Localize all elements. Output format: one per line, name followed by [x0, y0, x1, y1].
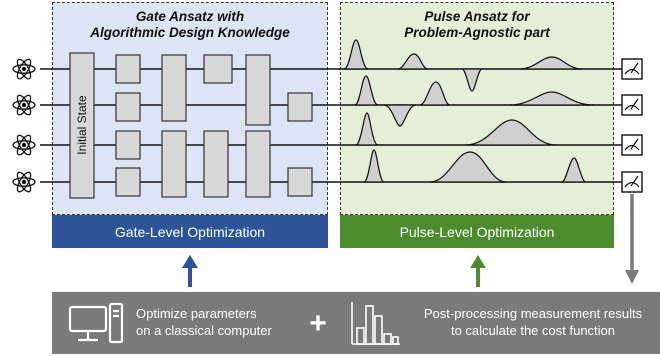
computer-icon — [68, 302, 124, 344]
gate-panel-title: Gate Ansatz with Algorithmic Design Know… — [53, 9, 327, 41]
gate-title-line2: Algorithmic Design Knowledge — [90, 25, 290, 40]
post-processing-text: Post-processing measurement results to c… — [408, 305, 658, 339]
arrow-down-measurement — [625, 194, 639, 284]
meter-icon — [621, 58, 643, 80]
pulses — [343, 39, 595, 183]
gate-block — [203, 130, 229, 198]
gate-block — [115, 130, 141, 160]
pulse-shape — [461, 68, 483, 92]
arrow-to-gate — [182, 255, 198, 287]
gate-block — [115, 92, 141, 122]
gate-block — [203, 54, 233, 84]
gate-block — [115, 54, 141, 84]
pulse-shape — [509, 91, 595, 106]
pulse-shape — [354, 75, 379, 106]
initial-state-block — [69, 52, 95, 199]
atom-icon — [12, 92, 36, 118]
plus-sign: + — [309, 307, 327, 340]
gate-block — [287, 167, 313, 197]
pulse-shape — [397, 53, 429, 70]
gate-ansatz-panel: Gate Ansatz with Algorithmic Design Know… — [52, 2, 328, 215]
pulse-shape — [343, 39, 369, 70]
arrow-to-pulse — [470, 255, 486, 287]
gate-block — [287, 92, 313, 122]
gate-block — [161, 54, 187, 122]
pulse-shape — [561, 157, 587, 183]
pulse-title-line2: Problem-Agnostic part — [404, 25, 550, 40]
pulse-shape — [355, 112, 379, 146]
pulse-shape — [429, 151, 507, 183]
meter-icon — [621, 171, 643, 193]
pulse-shape — [383, 104, 417, 127]
qubit-wires — [40, 68, 622, 183]
gates — [69, 52, 313, 199]
gate-level-optimization-bar: Gate-Level Optimization — [52, 215, 328, 248]
pulse-ansatz-panel: Pulse Ansatz for Problem-Agnostic part — [340, 2, 614, 215]
post-line1: Post-processing measurement results — [423, 306, 643, 321]
meter-icon — [621, 134, 643, 156]
classical-line1: Optimize parameters — [136, 306, 257, 321]
post-line2: to calculate the cost function — [450, 323, 616, 338]
pulse-title-line1: Pulse Ansatz for — [424, 9, 530, 24]
classical-computer-text: Optimize parameters on a classical compu… — [136, 305, 272, 339]
gate-block — [245, 130, 271, 198]
initial-state-label: Initial State — [75, 95, 89, 155]
pulse-shape — [465, 119, 557, 146]
pulse-shape — [363, 149, 385, 183]
gate-title-line1: Gate Ansatz with — [135, 9, 245, 24]
atom-icon — [12, 132, 36, 158]
atom-icon — [12, 169, 36, 195]
pulse-shape — [419, 81, 451, 106]
gate-block — [245, 54, 271, 126]
gate-block — [161, 130, 187, 198]
gate-block — [115, 167, 141, 197]
pulse-panel-title: Pulse Ansatz for Problem-Agnostic part — [341, 9, 613, 41]
meter-icon — [621, 94, 643, 116]
bar-chart-icon — [351, 302, 400, 345]
classical-line2: on a classical computer — [136, 323, 272, 338]
pulse-level-optimization-bar: Pulse-Level Optimization — [340, 215, 614, 248]
pulse-shape — [519, 56, 583, 70]
atom-icon — [12, 56, 36, 82]
